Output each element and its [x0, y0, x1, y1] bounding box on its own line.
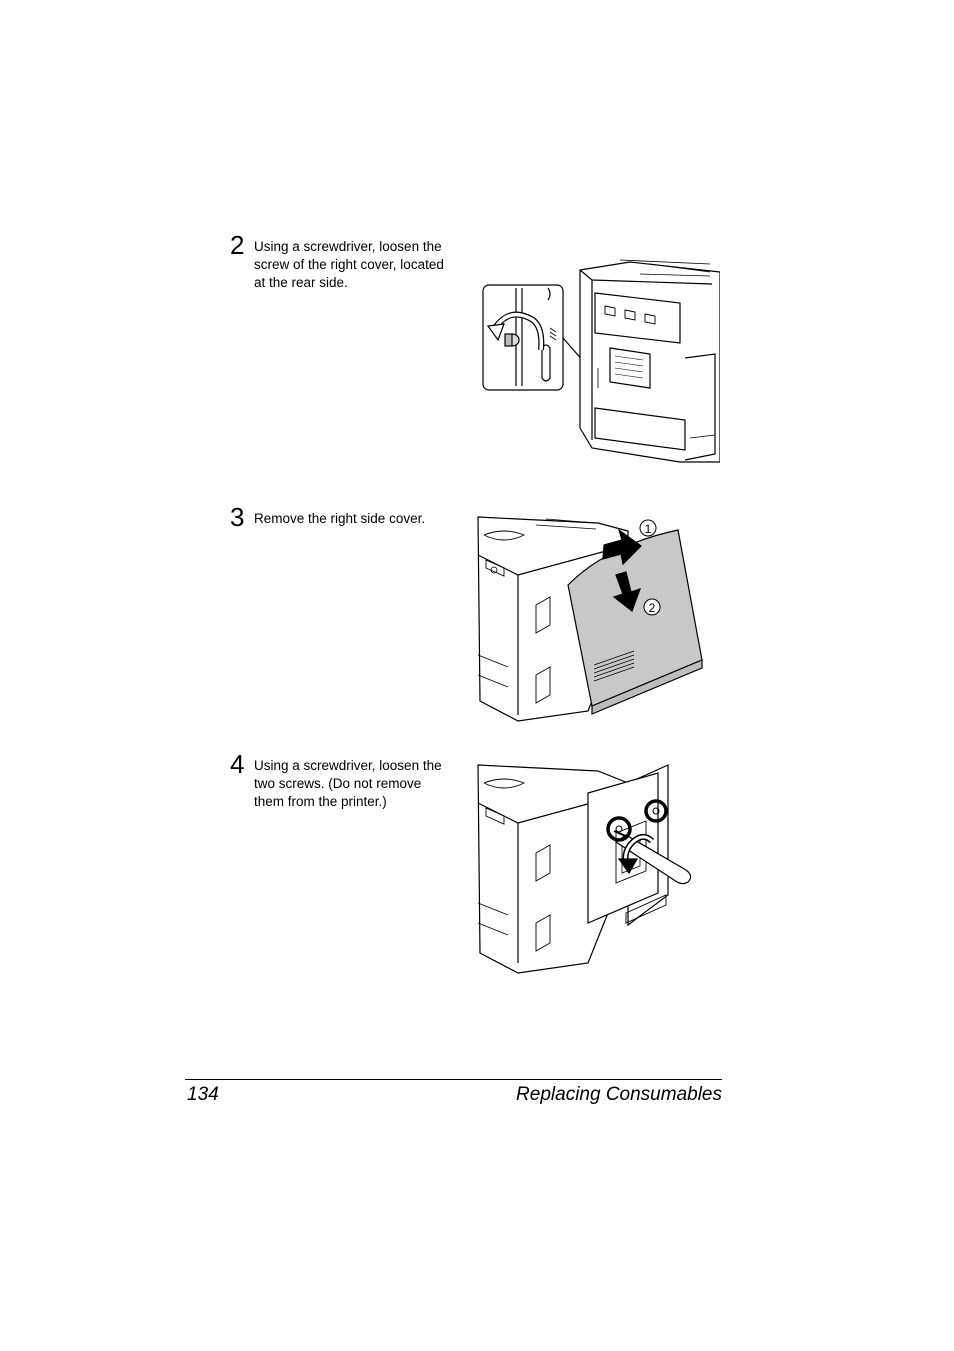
- step-instruction: Using a screwdriver, loosen the two scre…: [254, 758, 442, 809]
- screw-icon: [504, 333, 520, 347]
- step-number: 2: [230, 230, 245, 260]
- arrow-right-icon: [602, 528, 642, 566]
- section-title: Replacing Consumables: [516, 1084, 722, 1105]
- rotate-arrow-icon: [486, 311, 545, 351]
- page-number: 134: [187, 1084, 219, 1105]
- step-number: 3: [230, 502, 245, 532]
- svg-text:1: 1: [645, 522, 652, 536]
- rear-screw-illustration: [480, 258, 720, 463]
- remove-cover-illustration: 1 2: [476, 515, 716, 730]
- screw-highlight-right: [644, 799, 668, 823]
- zoom-inset: [482, 284, 564, 391]
- step-number: 4: [230, 749, 245, 779]
- callout-1: 1: [639, 519, 657, 537]
- step-instruction: Using a screwdriver, loosen the screw of…: [254, 239, 444, 290]
- rotate-arrow-icon: [617, 833, 655, 875]
- printer-rear: [579, 259, 720, 463]
- printer-body: [477, 764, 669, 974]
- arrow-down-icon: [612, 571, 641, 612]
- svg-text:2: 2: [649, 601, 656, 615]
- callout-2: 2: [643, 598, 661, 616]
- footer-rule: [185, 1079, 722, 1080]
- screw-highlight-left: [606, 816, 632, 842]
- right-side-cover: [567, 529, 703, 715]
- loosen-screws-illustration: [476, 763, 716, 978]
- step-instruction: Remove the right side cover.: [254, 511, 426, 526]
